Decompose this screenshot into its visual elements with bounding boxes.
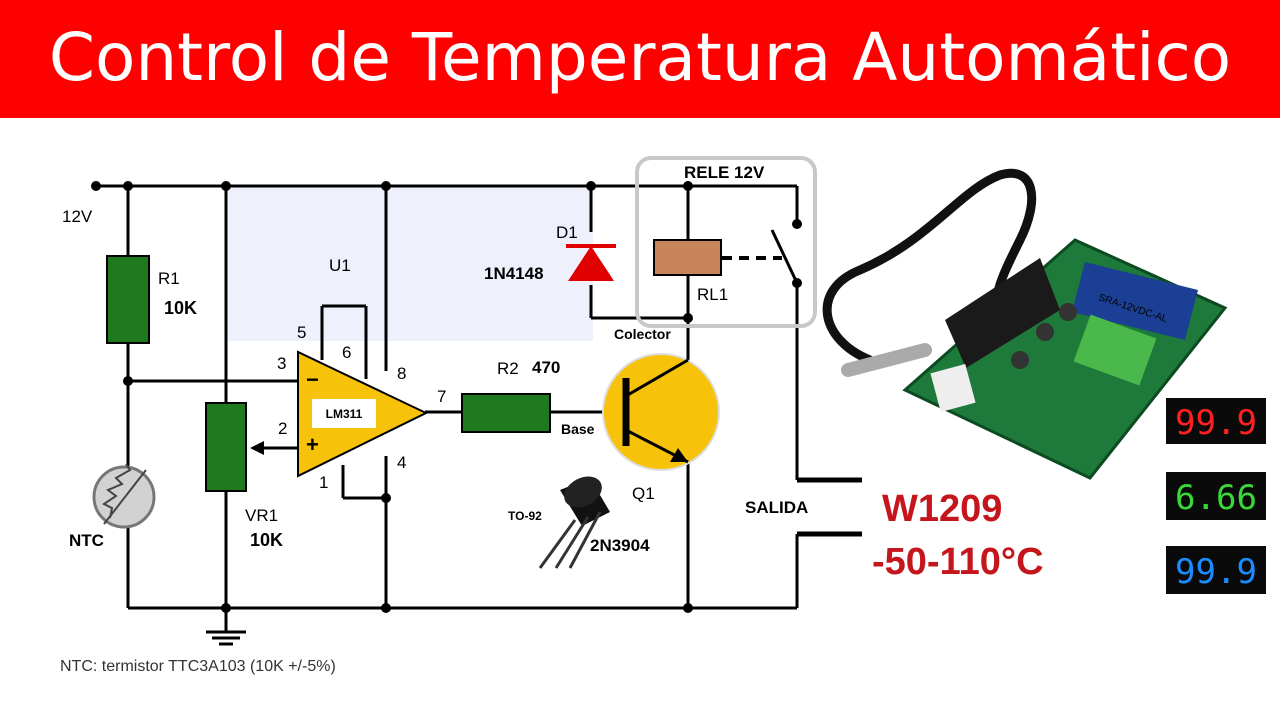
shaded-area (228, 186, 593, 341)
resistor-r2 (461, 393, 551, 433)
pin6-label: 6 (342, 343, 351, 362)
display-green-bg (1166, 472, 1266, 520)
page-title: Control de Temperatura Automático (48, 19, 1232, 96)
junction-dots (91, 181, 802, 613)
relay-name: RL1 (697, 285, 728, 304)
vr1-value: 10K (250, 530, 283, 550)
display-green: 6.66 (1175, 478, 1257, 518)
pin3-label: 3 (277, 354, 286, 373)
r1-name: R1 (158, 269, 180, 288)
diode-d1 (568, 246, 614, 281)
base-label: Base (561, 421, 595, 437)
display-red-bg (1166, 398, 1266, 444)
opamp-plus: + (306, 432, 319, 457)
ntc-label: NTC (69, 531, 104, 550)
opamp-part: LM311 (326, 407, 363, 421)
pin5-label: 5 (297, 323, 306, 342)
potentiometer-vr1 (205, 402, 247, 492)
u1-label: U1 (329, 256, 351, 275)
output-label: SALIDA (745, 498, 808, 517)
relay-title: RELE 12V (684, 163, 765, 182)
q1-label: Q1 (632, 484, 655, 503)
module-name: W1209 (882, 488, 1002, 530)
footnote: NTC: termistor TTC3A103 (10K +/-5%) (60, 658, 336, 675)
pin1-label: 1 (319, 473, 328, 492)
to92-package-icon (538, 476, 610, 569)
sample-displays: 99.9 6.66 99.9 (1166, 398, 1266, 594)
pin4-label: 4 (397, 453, 406, 472)
ntc-thermistor (92, 463, 156, 529)
pin7-label: 7 (437, 387, 446, 406)
w1209-module-image: SRA-12VDC-AL (822, 168, 1228, 480)
r2-value: 470 (532, 358, 560, 377)
pin8-label: 8 (397, 364, 406, 383)
to92-label: TO-92 (508, 509, 542, 523)
title-banner: Control de Temperatura Automático (0, 0, 1280, 118)
relay-coil (653, 239, 722, 276)
r2-name: R2 (497, 359, 519, 378)
pin2-label: 2 (278, 419, 287, 438)
output-terminals (797, 477, 862, 537)
supply-label: 12V (62, 207, 93, 226)
display-red: 99.9 (1175, 403, 1257, 443)
wiper-arrow-icon (250, 441, 264, 455)
opamp-label-box (312, 399, 376, 428)
vr1-name: VR1 (245, 506, 278, 525)
r1-value: 10K (164, 298, 197, 318)
d1-name: D1 (556, 223, 578, 242)
d1-part: 1N4148 (484, 264, 544, 283)
module-range: -50-110°C (872, 541, 1044, 583)
transistor-q1 (602, 353, 720, 471)
wires (96, 184, 860, 646)
resistor-r1 (106, 255, 150, 344)
collector-label: Colector (614, 326, 671, 342)
relay-highlight-box (635, 156, 817, 328)
transistor-part: 2N3904 (590, 536, 650, 555)
opamp-minus: − (306, 367, 319, 392)
display-blue-bg (1166, 546, 1266, 594)
display-blue: 99.9 (1175, 552, 1257, 592)
